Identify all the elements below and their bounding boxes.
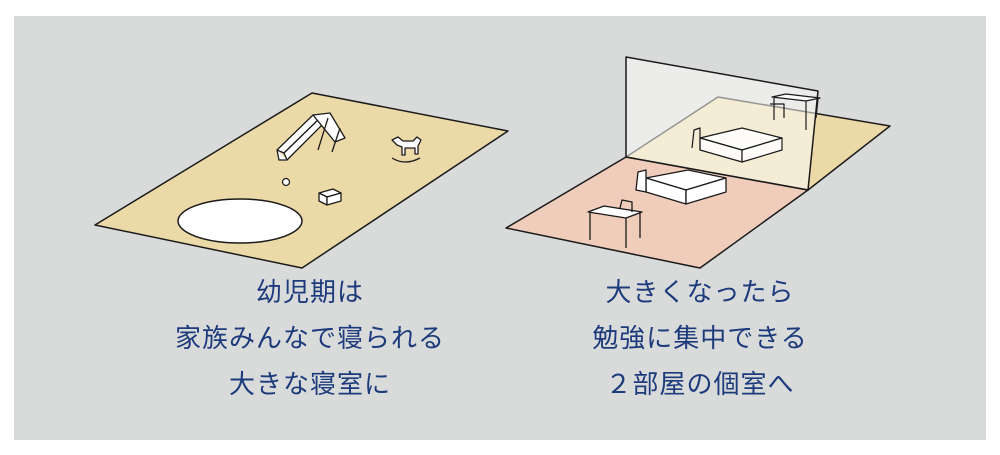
right-rooms-illustration <box>505 56 891 269</box>
front-bed <box>635 169 727 205</box>
caption-right-line3: ２部屋の個室へ <box>605 370 795 400</box>
partition-wall <box>625 56 819 191</box>
caption-right-line1: 大きくなったら <box>605 278 795 308</box>
caption-left-line1: 幼児期は <box>255 278 364 308</box>
left-floor <box>94 92 509 269</box>
caption-left-line2: 家族みんなで寝られる <box>174 324 445 354</box>
ball-toy <box>281 177 291 187</box>
slide-toy <box>276 112 346 161</box>
rocking-horse-toy <box>391 136 422 163</box>
toy-box <box>318 188 342 206</box>
round-rug <box>177 198 303 244</box>
caption-right-line2: 勉強に集中できる <box>592 324 808 354</box>
caption-when-older: 大きくなったら 勉強に集中できる ２部屋の個室へ <box>510 270 890 408</box>
back-bed <box>691 127 783 163</box>
caption-early-childhood: 幼児期は 家族みんなで寝られる 大きな寝室に <box>120 270 500 408</box>
left-bedroom-illustration <box>94 92 509 269</box>
caption-left-line3: 大きな寝室に <box>228 370 391 400</box>
front-desk <box>587 199 643 248</box>
back-desk <box>770 93 821 130</box>
